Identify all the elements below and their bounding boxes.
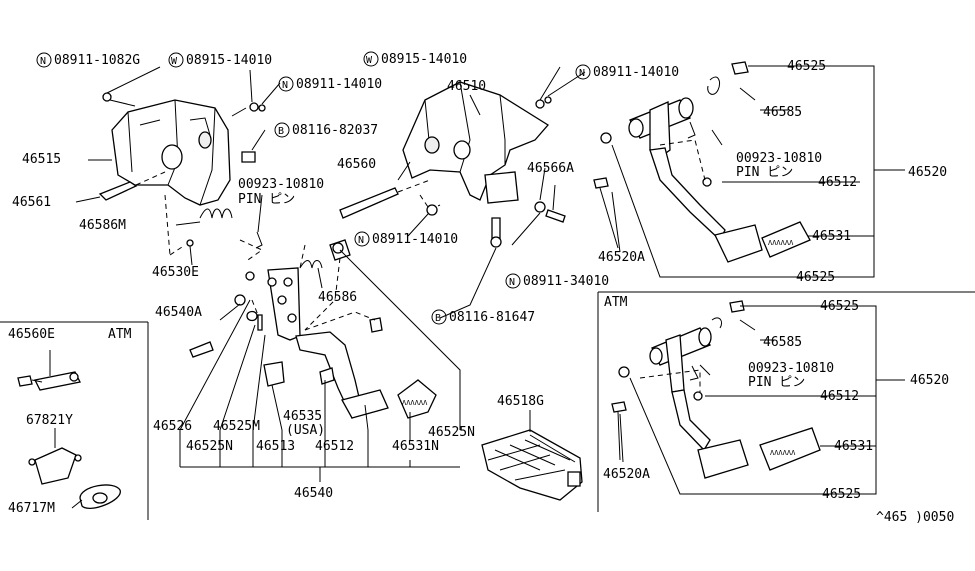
label-46526: 46526 — [153, 419, 192, 434]
leaders-top — [249, 66, 586, 201]
bracket-46510-drawing — [402, 81, 552, 204]
leader-pin-left — [257, 194, 263, 233]
leaders-mid — [219, 249, 461, 430]
label-08911-14010-a: 08911-14010 — [296, 77, 382, 92]
label-08911-14010-b: 08911-14010 — [593, 65, 679, 80]
label-46540: 46540 — [294, 486, 333, 501]
label-46512-top: 46512 — [818, 175, 857, 190]
label-08911-34010: 08911-34010 — [523, 274, 609, 289]
label-46560: 46560 — [337, 157, 376, 172]
label-46525-bottom-2: 46525 — [822, 487, 861, 502]
label-08915-14010-b: 08915-14010 — [381, 52, 467, 67]
label-08116-81647: 08116-81647 — [449, 310, 535, 325]
label-46531N: 46531N — [392, 439, 439, 454]
label-46586M: 46586M — [79, 218, 126, 233]
label-46535: 46535 — [283, 409, 322, 424]
label-00923-10810-bottom: 00923-10810 — [748, 361, 834, 376]
pad-text-top: ΛΛΛΛΛΛ — [768, 239, 794, 247]
label-46530E: 46530E — [152, 265, 199, 280]
label-08911-14010-c: 08911-14010 — [372, 232, 458, 247]
label-46585-top: 46585 — [763, 105, 802, 120]
pedal-46540-drawing: ΛΛΛΛΛΛ — [189, 239, 437, 420]
label-46520-top: 46520 — [908, 165, 947, 180]
label-46525N-a: 46525N — [186, 439, 233, 454]
callout-n-14010-b: N — [575, 64, 591, 80]
label-usa: (USA) — [286, 423, 325, 438]
bracket-46515-drawing — [88, 92, 266, 206]
label-46525M: 46525M — [213, 419, 260, 434]
callout-b-82037: B — [274, 122, 290, 138]
leaders-bottom-right — [619, 305, 905, 495]
callout-w-14010-b: W — [363, 51, 379, 67]
label-00923-10810-top: 00923-10810 — [736, 151, 822, 166]
label-00923-10810-left: 00923-10810 — [238, 177, 324, 192]
label-46515: 46515 — [22, 152, 61, 167]
bolt-46561-drawing — [98, 181, 138, 201]
callout-n-34010: N — [505, 273, 521, 289]
leader-1082G — [106, 66, 161, 94]
callout-w-14010-a: W — [168, 52, 184, 68]
svg-text:B: B — [278, 126, 284, 137]
callout-n-14010-a: N — [278, 76, 294, 92]
label-46525-top-2: 46525 — [796, 270, 835, 285]
label-46717M: 46717M — [8, 501, 55, 516]
label-08915-14010-a: 08915-14010 — [186, 53, 272, 68]
cover-46518G-drawing — [481, 410, 583, 501]
svg-text:N: N — [579, 68, 585, 79]
label-46531-top: 46531 — [812, 229, 851, 244]
spring-46586M-drawing — [199, 208, 233, 219]
label-46520-bottom: 46520 — [910, 373, 949, 388]
label-46512-bottom: 46512 — [820, 389, 859, 404]
callout-b-81647: B — [431, 309, 447, 325]
label-46560E: 46560E — [8, 327, 55, 342]
label-08116-82037: 08116-82037 — [292, 123, 378, 138]
label-46585-bottom: 46585 — [763, 335, 802, 350]
label-46561: 46561 — [12, 195, 51, 210]
label-46525-bottom-1: 46525 — [820, 299, 859, 314]
bolt-46560-drawing — [339, 187, 399, 219]
label-08911-1082G: 08911-1082G — [54, 53, 140, 68]
label-46540A: 46540A — [155, 305, 202, 320]
label-atm-left: ATM — [108, 327, 132, 342]
callout-n-1082G: N — [36, 52, 52, 68]
bracket-46540-lines — [179, 430, 460, 482]
label-46525N-b: 46525N — [428, 425, 475, 440]
callout-n-14010-c: N — [354, 231, 370, 247]
svg-text:N: N — [40, 56, 46, 67]
label-46566A: 46566A — [527, 161, 574, 176]
svg-text:W: W — [171, 56, 178, 67]
label-46518G: 46518G — [497, 394, 544, 409]
svg-text:N: N — [282, 80, 288, 91]
label-46520A-top: 46520A — [598, 250, 645, 265]
label-pin-bottom: PIN ピン — [748, 375, 805, 390]
label-pin-left: PIN ピン — [238, 192, 295, 207]
label-46531-bottom: 46531 — [834, 439, 873, 454]
label-46512-mid: 46512 — [315, 439, 354, 454]
label-46525-top-1: 46525 — [787, 59, 826, 74]
leaders-top-right — [611, 65, 905, 278]
label-46586: 46586 — [318, 290, 357, 305]
svg-text:N: N — [358, 235, 364, 246]
leader-46586 — [317, 267, 323, 289]
label-46513: 46513 — [256, 439, 295, 454]
leaders-46540 — [179, 299, 411, 440]
pin-left-drawing — [255, 231, 263, 249]
label-pin-top: PIN ピン — [736, 165, 793, 180]
pad-text-center: ΛΛΛΛΛΛ — [402, 399, 428, 407]
svg-text:B: B — [435, 313, 441, 324]
label-67821Y: 67821Y — [26, 413, 73, 428]
diagram-reference-code: ^465 )0050 — [876, 510, 954, 525]
atm-right-frame — [597, 291, 975, 512]
pedal-46520-drawing: ΛΛΛΛΛΛ — [593, 61, 811, 263]
label-atm-right: ATM — [604, 295, 628, 310]
svg-text:N: N — [509, 277, 515, 288]
svg-text:W: W — [366, 55, 373, 66]
pedal-46520-atm-drawing: ΛΛΛΛΛΛ — [611, 300, 821, 479]
label-46520A-bottom: 46520A — [603, 467, 650, 482]
label-46510: 46510 — [447, 79, 486, 94]
pad-text-bottom: ΛΛΛΛΛΛ — [770, 449, 796, 457]
atm-left-parts-drawing — [17, 350, 121, 509]
